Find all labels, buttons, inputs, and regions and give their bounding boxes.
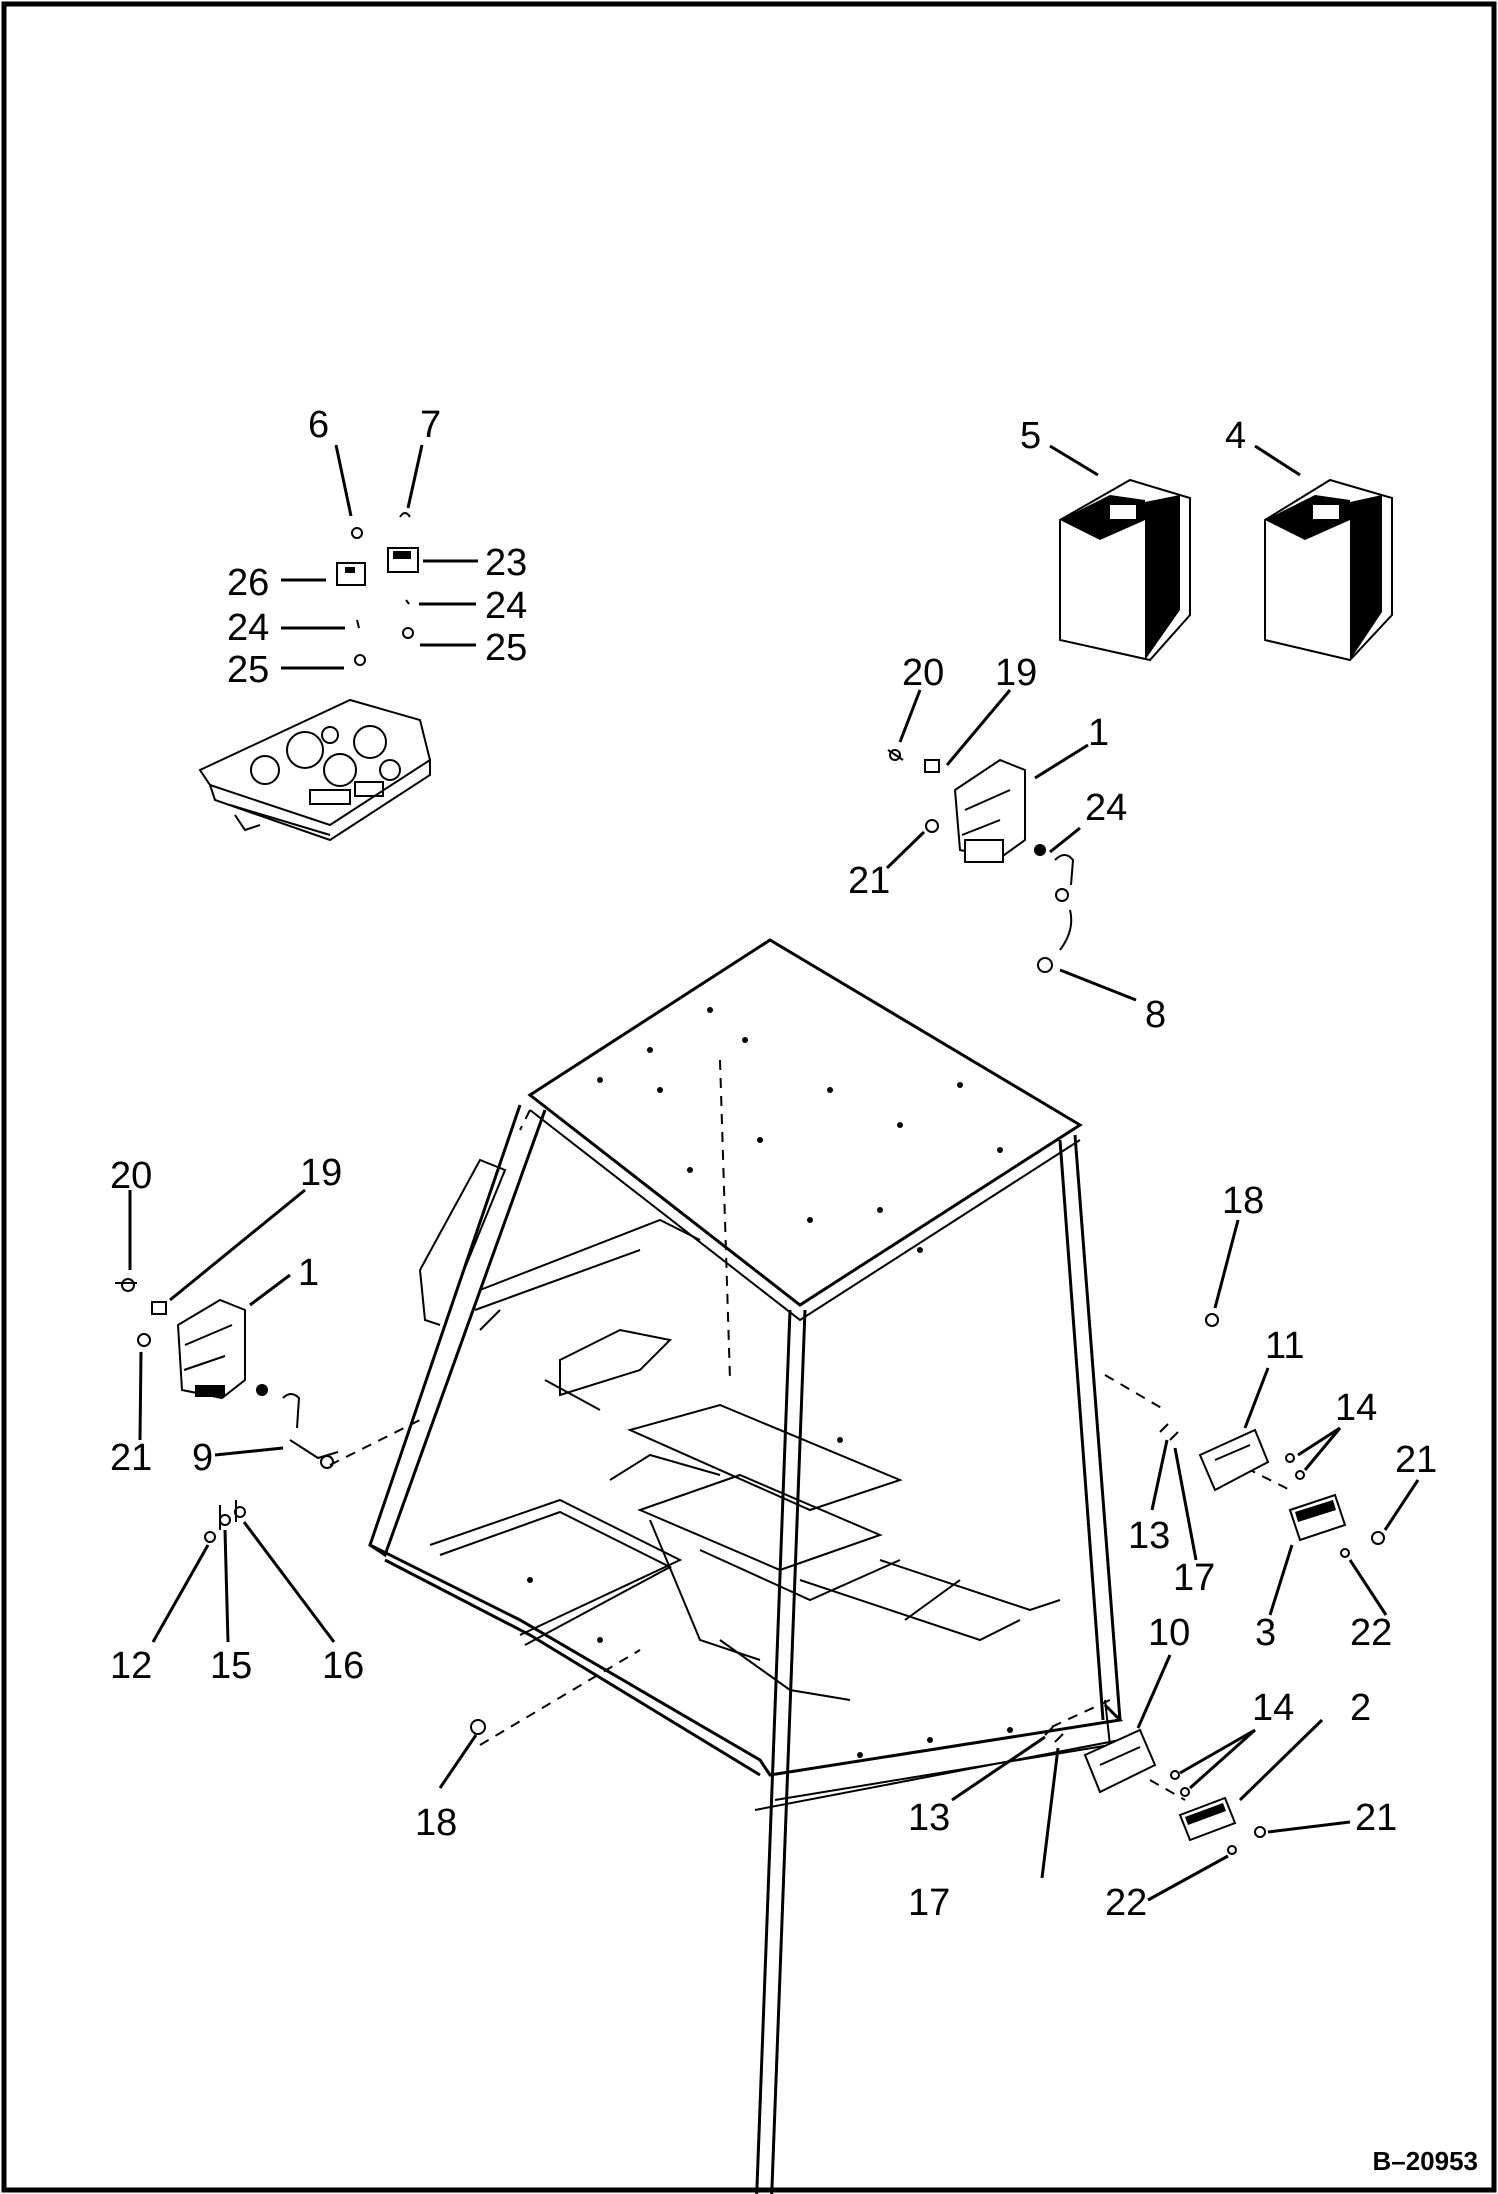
callout-7: 7 [420,404,441,446]
callout-13: 13 [908,1797,950,1839]
callout-24: 24 [485,585,527,627]
callout-14: 14 [1335,1387,1377,1429]
callout-22: 22 [1105,1882,1147,1924]
callout-19: 19 [995,652,1037,694]
phantom-line [1104,1374,1166,1411]
callout-14: 14 [1252,1687,1294,1729]
callout-13: 13 [1128,1515,1170,1557]
cab-frame [368,938,1124,2194]
callout-18: 18 [415,1802,457,1844]
phantom-line [1229,1459,1291,1491]
rear-light-lower [1044,1726,1266,1855]
light-assembly-left [115,1278,339,1469]
callouts: 6 7 26 23 24 24 25 25 5 4 20 19 1 24 21 … [110,404,1437,1924]
callout-10: 10 [1148,1612,1190,1654]
callout-4: 4 [1225,415,1246,457]
callout-20: 20 [902,652,944,694]
callout-2: 2 [1350,1687,1371,1729]
callout-16: 16 [322,1645,364,1687]
rear-light-upper [1159,1313,1385,1558]
callout-1: 1 [1088,712,1109,754]
instrument-panel [198,698,432,842]
callout-6: 6 [308,404,329,446]
decal-4 [1264,478,1393,662]
figure-id: B–20953 [1372,2146,1478,2176]
callout-25: 25 [485,627,527,669]
phantom-line [479,1649,641,1746]
phantom-line [1149,1779,1186,1801]
callout-25: 25 [227,649,269,691]
phantom-line [1044,1699,1111,1731]
callout-24: 24 [1085,787,1127,829]
callout-12: 12 [110,1645,152,1687]
callout-24: 24 [227,607,269,649]
callout-18: 18 [1222,1180,1264,1222]
callout-23: 23 [485,542,527,584]
hinge-parts [204,1500,246,1543]
callout-21: 21 [848,860,890,902]
callout-8: 8 [1145,994,1166,1036]
callout-22: 22 [1350,1612,1392,1654]
callout-21: 21 [1395,1439,1437,1481]
callout-1: 1 [298,1252,319,1294]
callout-9: 9 [192,1437,213,1479]
callout-20: 20 [110,1155,152,1197]
callout-17: 17 [1173,1557,1215,1599]
callout-19: 19 [300,1152,342,1194]
callout-5: 5 [1020,415,1041,457]
callout-11: 11 [1265,1325,1304,1367]
decal-5 [1059,478,1191,662]
callout-26: 26 [227,562,269,604]
callout-17: 17 [908,1882,950,1924]
light-assembly-right [887,749,1075,973]
callout-21: 21 [110,1437,152,1479]
panel-switches [336,512,419,666]
callout-3: 3 [1255,1612,1276,1654]
callout-21: 21 [1355,1797,1397,1839]
plug-18-lower [470,1719,486,1735]
callout-15: 15 [210,1645,252,1687]
